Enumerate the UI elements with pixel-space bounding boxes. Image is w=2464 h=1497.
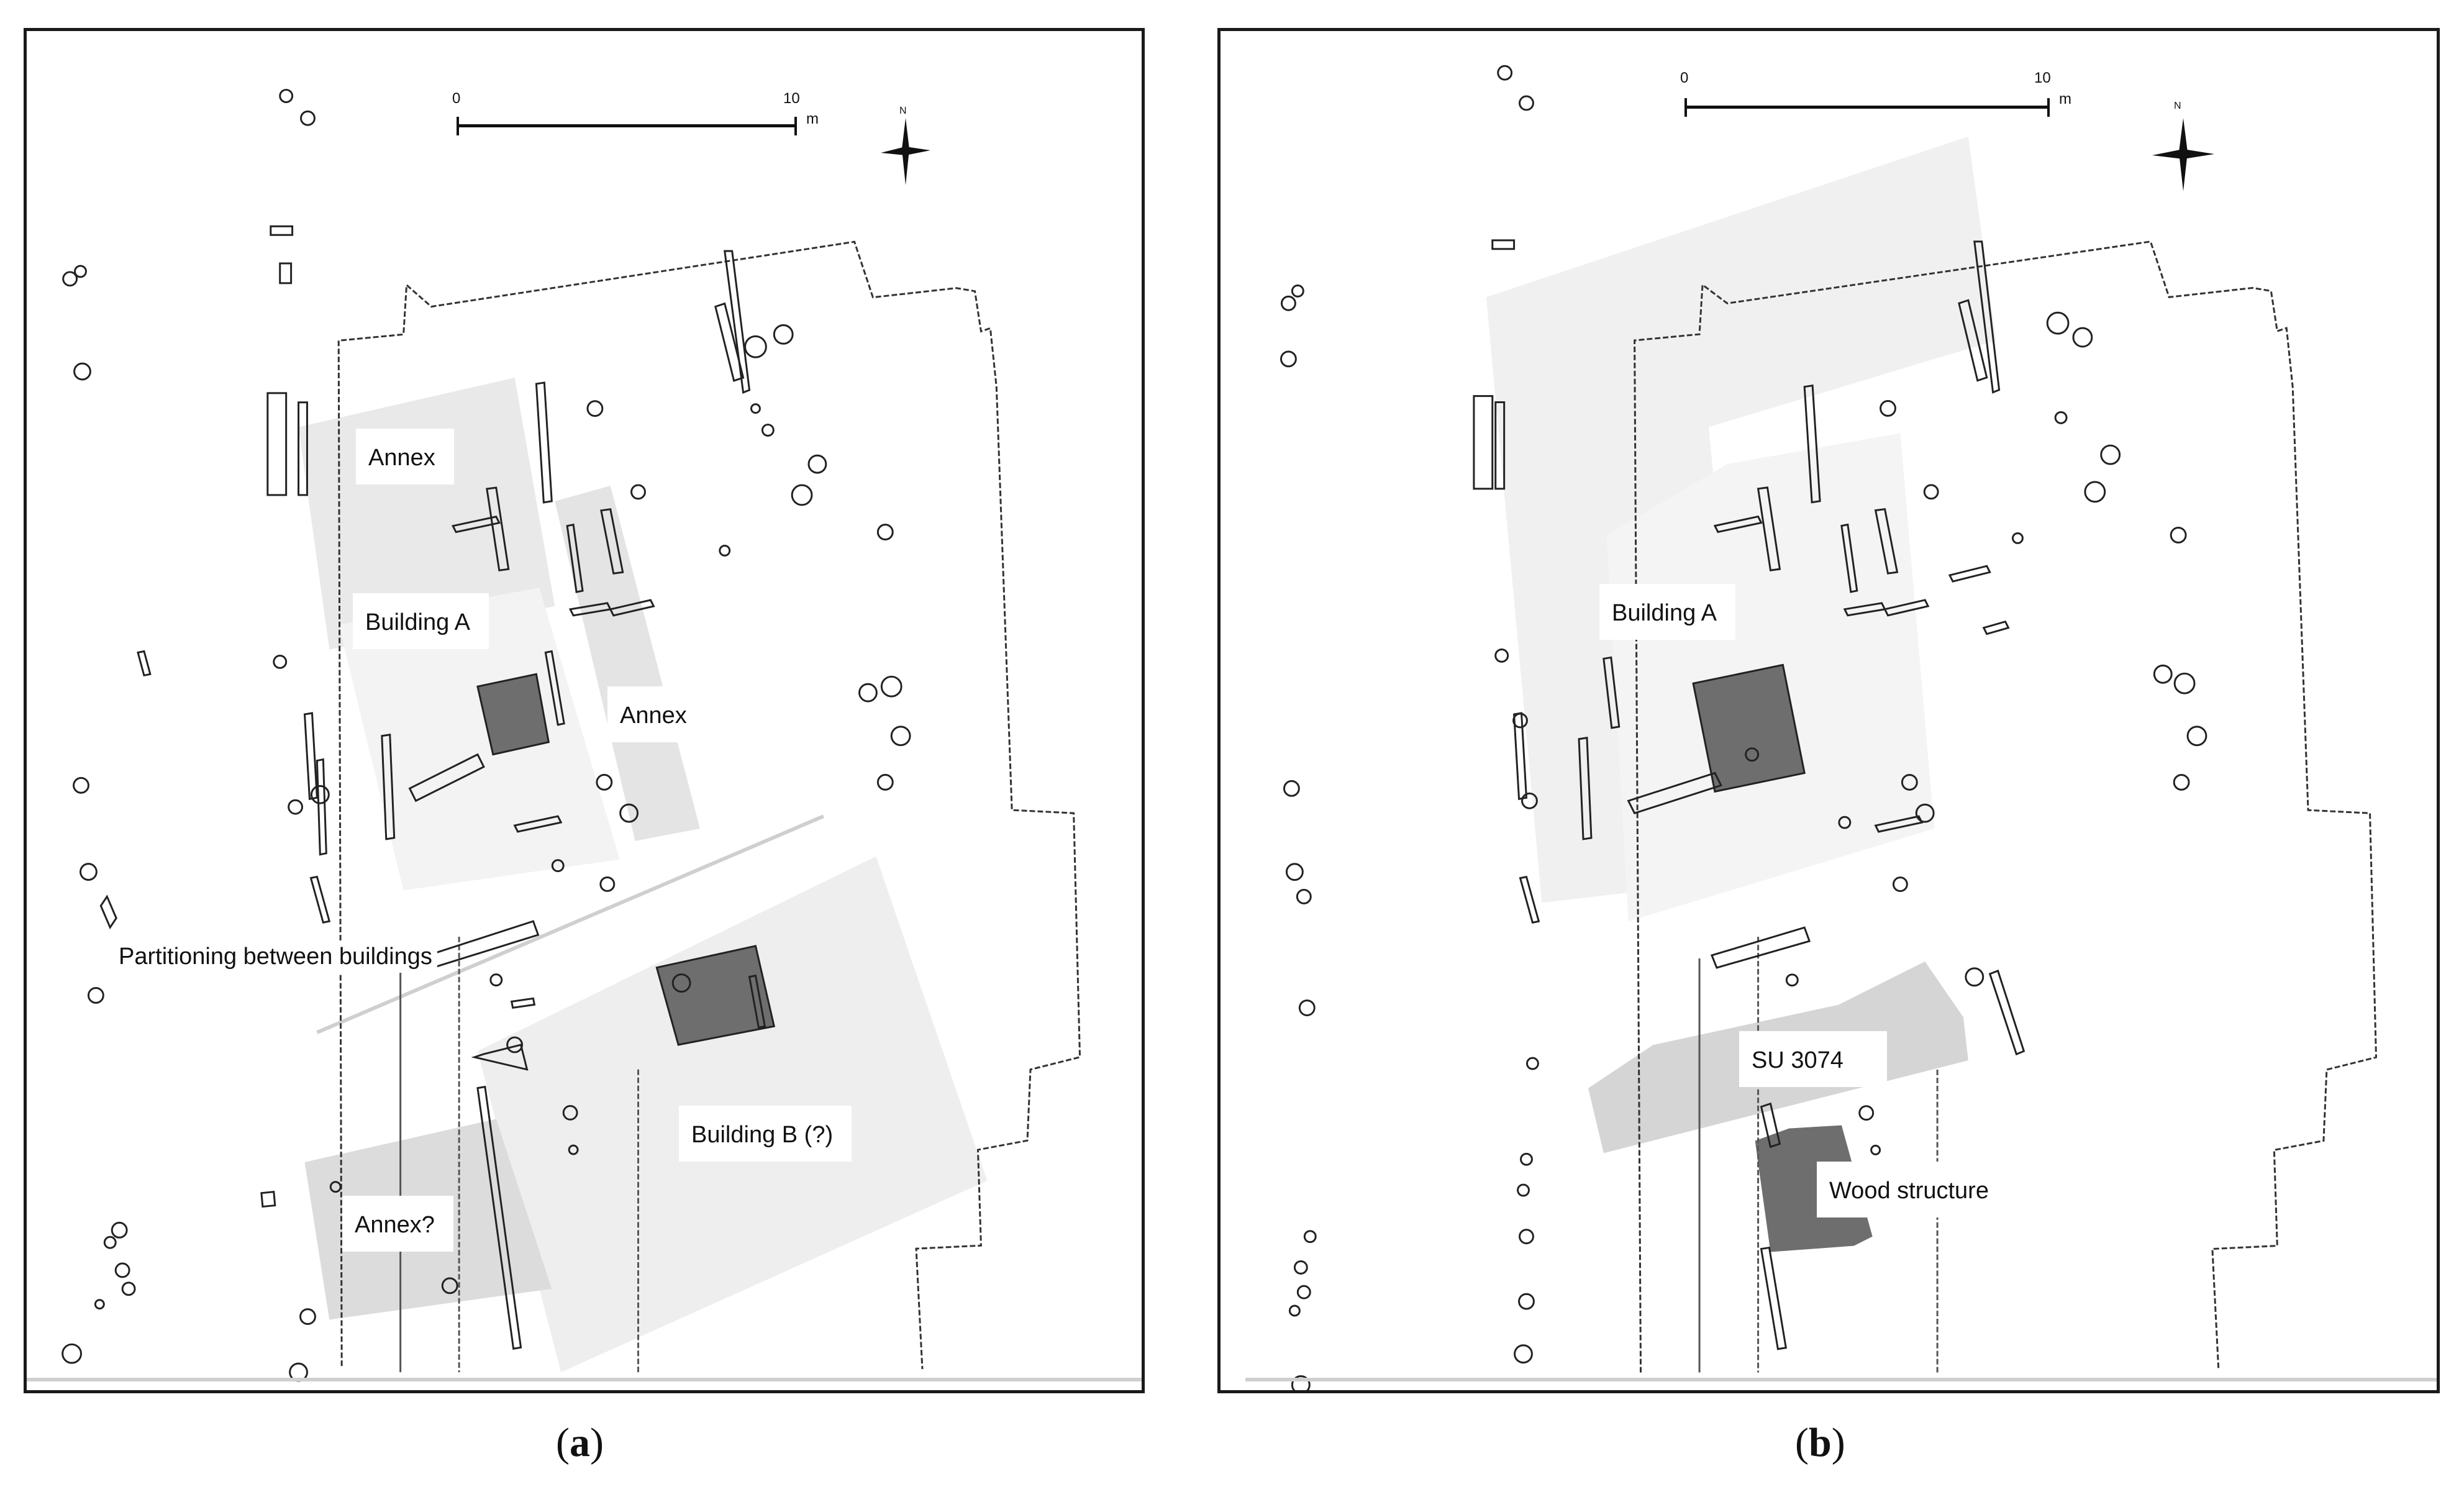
- scale-unit-label: m: [806, 111, 819, 127]
- postholes-a: [61, 89, 911, 1382]
- annex-right-zone: [555, 486, 700, 841]
- label-su3074: SU 3074: [1739, 1031, 1887, 1087]
- caption-a: (a): [556, 1420, 604, 1465]
- caption-b: (b): [1795, 1420, 1845, 1465]
- scale-start-label: 0: [1680, 70, 1689, 86]
- bottom-rule: [1245, 1378, 2437, 1381]
- label-building-a: Building A: [1599, 584, 1736, 640]
- excavation-boundary: [1634, 240, 2378, 1373]
- scale-unit-label: m: [2059, 91, 2071, 107]
- large-light-zone: [1486, 136, 1996, 903]
- label-building-a: Building A: [353, 593, 489, 649]
- north-label: N: [2174, 101, 2181, 111]
- north-arrow-icon: [2149, 112, 2217, 193]
- postholes-b: [1280, 65, 2207, 1390]
- partition-line: [316, 814, 825, 1034]
- building-a-zone: [339, 588, 620, 891]
- plan-panel-a: 0 10 m N Annex Building A Annex Partitio…: [24, 28, 1145, 1393]
- label-partition: Partitioning between buildings: [114, 941, 437, 973]
- hearth-feature-b: [655, 945, 776, 1046]
- hearth-feature: [1692, 663, 1806, 793]
- north-arrow-icon: [878, 112, 934, 186]
- trenches-b: [1473, 239, 2025, 1350]
- hearth-feature-a: [476, 673, 550, 756]
- label-annex-right: Annex: [607, 686, 706, 742]
- label-wood-structure: Wood structure: [1817, 1162, 2051, 1217]
- site-plan-a: [61, 89, 1081, 1382]
- scale-bar: [457, 112, 797, 135]
- label-annex-q: Annex?: [342, 1196, 453, 1252]
- wood-structure-zone: [1755, 1125, 1873, 1252]
- label-building-b: Building B (?): [679, 1106, 852, 1162]
- excavation-boundary: [337, 240, 1081, 1370]
- scale-bar: [1684, 93, 2050, 117]
- scale-start-label: 0: [452, 90, 461, 107]
- north-label: N: [899, 106, 907, 116]
- scale-end-label: 10: [2034, 70, 2051, 86]
- label-annex-top: Annex: [356, 429, 454, 485]
- bottom-rule: [27, 1378, 1142, 1381]
- scale-end-label: 10: [783, 90, 800, 107]
- plan-panel-b: 0 10 m N Building A SU 3074 Wood structu…: [1217, 28, 2440, 1393]
